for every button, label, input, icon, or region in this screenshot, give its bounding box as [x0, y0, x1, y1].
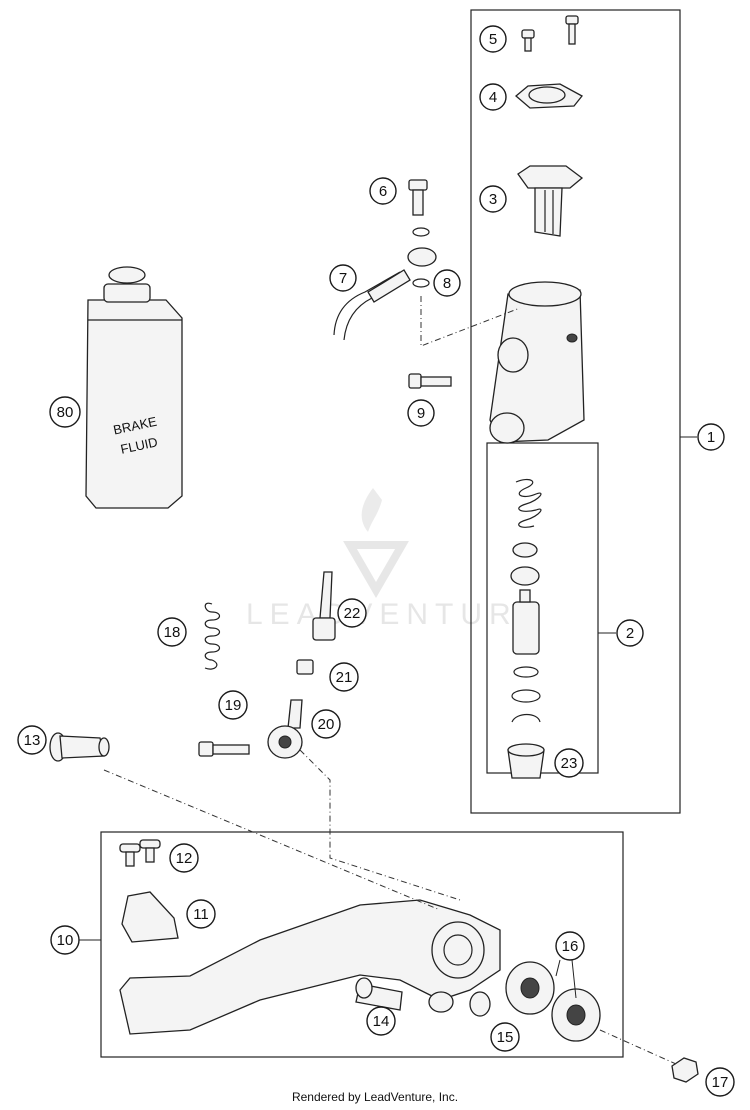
callout-6: 6 [369, 177, 397, 205]
washer-part [412, 278, 430, 288]
leader-lines [79, 436, 697, 999]
rivets-part [119, 839, 161, 867]
callout-80: 80 [49, 396, 81, 428]
reservoir-insert-part [517, 165, 584, 237]
callout-7: 7 [329, 264, 357, 292]
svg-text:22: 22 [344, 605, 361, 622]
piston-kit-part [507, 478, 545, 779]
callout-12: 12 [169, 843, 199, 873]
mounting-bolt-part [408, 373, 452, 389]
svg-text:14: 14 [373, 1013, 390, 1030]
callout-23: 23 [554, 748, 584, 778]
callout-2: 2 [616, 619, 644, 647]
svg-text:8: 8 [443, 275, 451, 292]
callout-22: 22 [337, 598, 367, 628]
svg-text:17: 17 [712, 1074, 729, 1091]
svg-text:3: 3 [489, 191, 497, 208]
push-rod-part [312, 571, 336, 641]
master-cylinder-body-part [489, 281, 585, 444]
callout-16: 16 [555, 931, 585, 961]
master-cylinder-group-box [470, 9, 681, 814]
bushing-part [355, 977, 403, 1011]
rod-end-part [267, 699, 303, 759]
svg-text:19: 19 [225, 697, 242, 714]
pedal-tip-part [121, 891, 179, 943]
svg-text:1: 1 [707, 429, 715, 446]
piston-kit-group-box [486, 442, 599, 774]
svg-text:12: 12 [176, 850, 193, 867]
axle-nut-part [671, 1057, 699, 1083]
svg-text:15: 15 [497, 1029, 514, 1046]
svg-text:6: 6 [379, 183, 387, 200]
watermark: LEADVENTURE [246, 488, 545, 631]
svg-text:9: 9 [417, 405, 425, 422]
svg-text:4: 4 [489, 89, 497, 106]
callout-13: 13 [17, 725, 47, 755]
assembly-line [299, 749, 461, 901]
callout-21: 21 [329, 662, 359, 692]
callout-11: 11 [186, 899, 216, 929]
svg-text:11: 11 [193, 906, 209, 923]
svg-text:18: 18 [164, 624, 181, 641]
bearings-part [505, 961, 601, 1042]
callout-8: 8 [433, 269, 461, 297]
reservoir-cap-part [514, 83, 583, 109]
svg-text:13: 13 [24, 732, 41, 749]
svg-text:10: 10 [57, 932, 74, 949]
lock-nut-part [296, 659, 314, 675]
callout-19: 19 [218, 690, 248, 720]
svg-text:21: 21 [336, 669, 353, 686]
svg-text:16: 16 [562, 938, 579, 955]
svg-text:20: 20 [318, 716, 335, 733]
callout-17: 17 [705, 1067, 735, 1097]
callout-14: 14 [366, 1006, 396, 1036]
banjo-bolt-part [408, 179, 430, 237]
svg-text:5: 5 [489, 31, 497, 48]
spacer-washer-part [469, 991, 491, 1017]
callout-1: 1 [697, 423, 725, 451]
callout-18: 18 [157, 617, 187, 647]
svg-text:23: 23 [561, 755, 578, 772]
assembly-line [103, 769, 441, 911]
screws-part [521, 15, 579, 52]
callout-9: 9 [407, 399, 435, 427]
svg-text:2: 2 [626, 625, 634, 642]
return-spring-part [204, 602, 221, 670]
assembly-line [599, 1029, 677, 1065]
watermark-text: LEADVENTURE [246, 598, 545, 631]
callout-4: 4 [479, 83, 507, 111]
callout-15: 15 [490, 1022, 520, 1052]
brake-fluid-bottle-part: BRAKE FLUID [85, 266, 183, 509]
svg-text:80: 80 [57, 404, 74, 421]
callout-5: 5 [479, 25, 507, 53]
assembly-line [420, 296, 521, 347]
footer-credit: Rendered by LeadVenture, Inc. [291, 1090, 459, 1104]
svg-text:7: 7 [339, 270, 347, 287]
pedal-shaft-part [49, 732, 110, 762]
brake-pedal-group-box [100, 831, 624, 1058]
callout-20: 20 [311, 709, 341, 739]
brake-line-part [333, 247, 437, 341]
callout-3: 3 [479, 185, 507, 213]
callout-10: 10 [50, 925, 80, 955]
pivot-bolt-part [198, 741, 250, 757]
brake-pedal-part [119, 899, 501, 1035]
